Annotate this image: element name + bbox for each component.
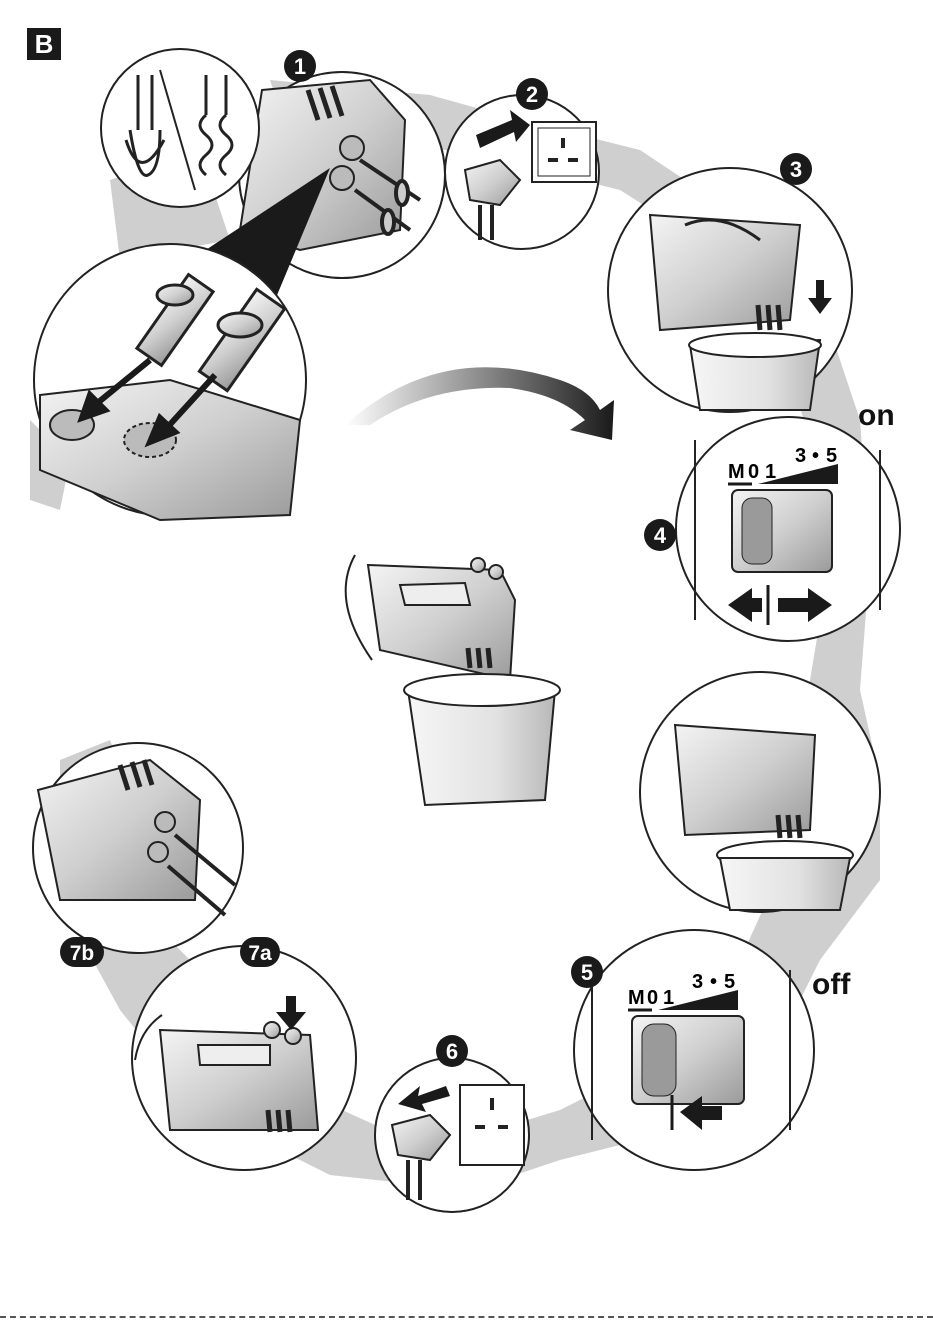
- step-num-7b: 7b: [70, 942, 95, 965]
- switch-scale-1: 1: [765, 461, 776, 483]
- step-badge-6: 6: [436, 1035, 468, 1067]
- switch-off-scale-m: M: [628, 987, 645, 1009]
- circle-mixer-on-bowl: [640, 672, 880, 912]
- circle-step6-unplug: [375, 1058, 529, 1212]
- circle-step3-mixer-bowl: [608, 168, 852, 412]
- step-num-3: 3: [790, 157, 802, 182]
- bottom-rule: [0, 1316, 933, 1318]
- step-badge-5: 5: [571, 956, 603, 988]
- step-badge-2: 2: [516, 78, 548, 110]
- circle-step7b-eject: [33, 743, 243, 953]
- beater-inset: [101, 49, 259, 207]
- switch-off-scale-1: 1: [663, 987, 674, 1009]
- switch-scale-3: 3: [795, 445, 806, 467]
- circle-step4-switch-on: M 0 1 3 • 5: [676, 417, 900, 641]
- step-badge-4: 4: [644, 519, 676, 551]
- step-badge-1: 1: [284, 50, 316, 82]
- switch-off-scale-3: 3: [692, 971, 703, 993]
- step-num-2: 2: [526, 82, 538, 107]
- center-mixer-bowl: [346, 555, 560, 805]
- step-badge-7b: 7b: [60, 937, 104, 967]
- switch-scale-5: 5: [826, 445, 837, 467]
- switch-off-scale-dot: •: [710, 971, 717, 993]
- step-num-6: 6: [446, 1039, 458, 1064]
- step-num-1: 1: [294, 54, 306, 79]
- switch-scale-dot: •: [812, 445, 819, 467]
- circle-step2-plug: [445, 95, 599, 249]
- circle-step5-switch-off: M 0 1 3 • 5: [574, 930, 814, 1170]
- switch-off-scale-5: 5: [724, 971, 735, 993]
- step-num-5: 5: [581, 960, 593, 985]
- step-badge-7a: 7a: [240, 937, 280, 967]
- switch-scale-0: 0: [748, 461, 759, 483]
- switch-off-scale-0: 0: [647, 987, 658, 1009]
- curved-arrow: [345, 367, 614, 440]
- step-num-7a: 7a: [248, 942, 272, 965]
- circle-step7a-button: [132, 946, 356, 1170]
- step-num-4: 4: [654, 523, 667, 548]
- switch-scale-m: M: [728, 461, 745, 483]
- step-badge-3: 3: [780, 153, 812, 185]
